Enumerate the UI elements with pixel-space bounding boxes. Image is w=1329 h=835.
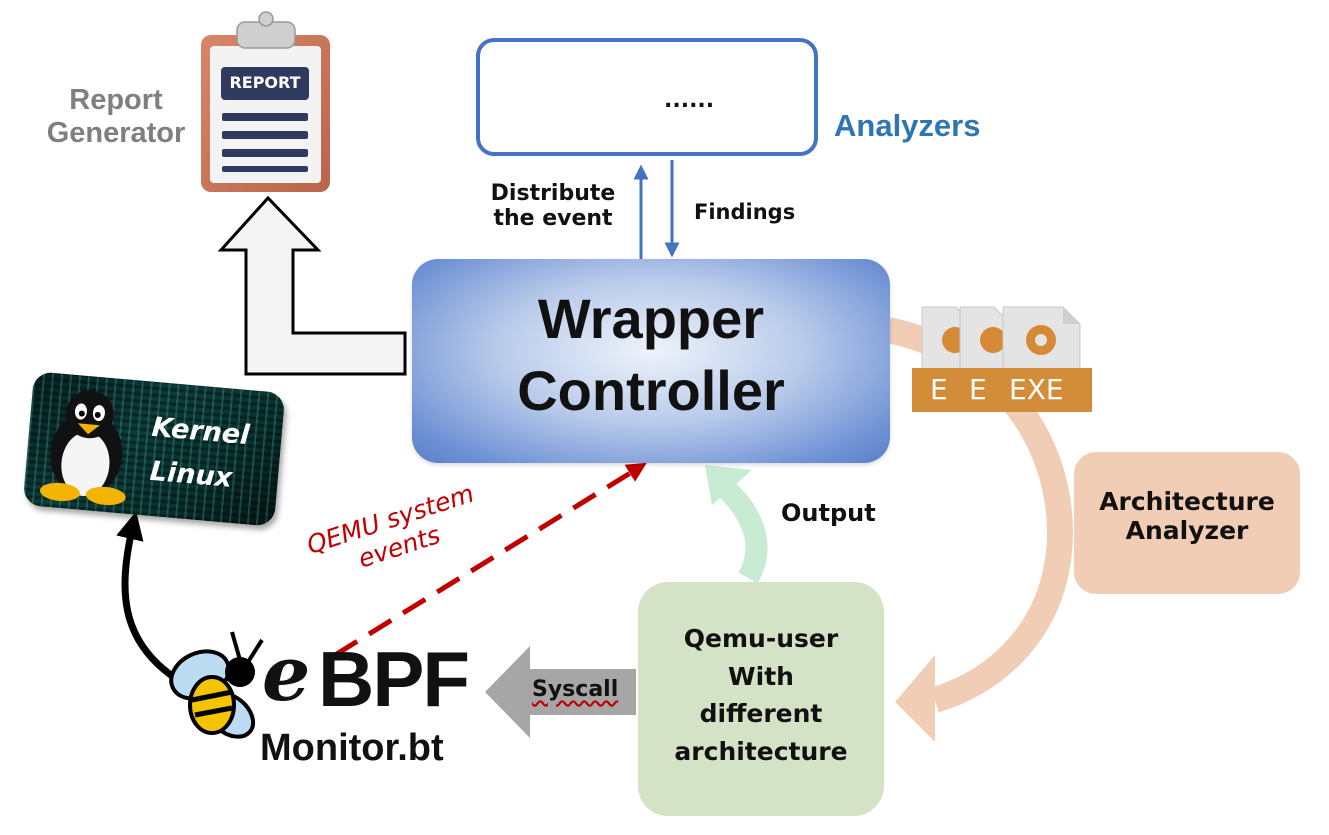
exe-label-3: EXE — [1009, 373, 1064, 406]
findings-label: Findings — [694, 200, 796, 224]
bee-icon — [169, 631, 264, 739]
wrapper-controller-box: Wrapper Controller — [412, 259, 890, 463]
kernel-linux-card: Kernel Linux — [22, 371, 286, 527]
monitor-label: Monitor.bt — [260, 727, 444, 769]
syscall-label: Syscall — [532, 677, 619, 702]
exe-label-1: E — [930, 373, 948, 406]
architecture-analyzer-label: Architecture Analyzer — [1099, 487, 1275, 545]
qemu-user-box: Qemu-user With different architecture — [638, 582, 884, 816]
syscall-arrow — [485, 646, 636, 738]
wrapper-controller-line2: Controller — [517, 359, 785, 422]
analyzers-label: Analyzers — [834, 108, 981, 143]
report-arrow — [217, 195, 407, 376]
qemu-user-label: Qemu-user With different architecture — [674, 624, 848, 766]
architecture-flow-head — [895, 655, 935, 742]
architecture-analyzer-box: Architecture Analyzer — [1074, 452, 1300, 594]
exe-file-icon-3 — [993, 306, 1092, 412]
ebpf-logo-bpf: BPF — [318, 635, 470, 723]
wrapper-controller-line1: Wrapper — [537, 287, 765, 350]
tux-icon — [39, 390, 126, 506]
clipboard-icon — [201, 11, 330, 192]
analyzers-box — [476, 38, 818, 156]
ebpf-logo-e: e — [262, 629, 311, 718]
qemu-events-arrow — [333, 462, 647, 658]
distribute-label: Distribute the event — [490, 181, 616, 232]
exe-label-2: E — [969, 373, 987, 406]
output-arrow — [714, 476, 768, 584]
report-generator-label: Report Generator — [46, 84, 186, 150]
clipboard-title: REPORT — [229, 73, 301, 92]
output-label: Output — [781, 499, 876, 527]
output-arrow-head — [705, 465, 752, 505]
analyzers-dots: ...... — [664, 88, 715, 113]
kernel-arrow — [116, 511, 177, 681]
